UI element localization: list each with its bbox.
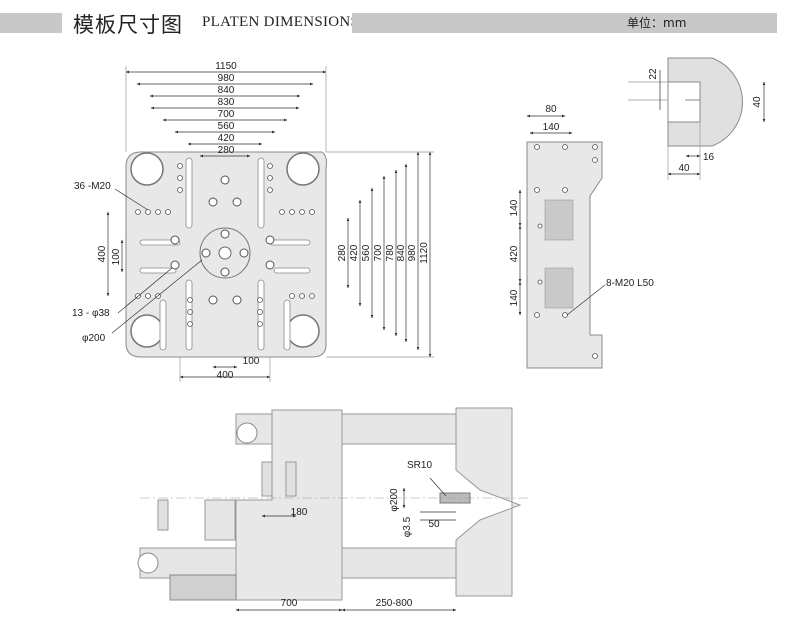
phi35-label: φ3.5 [402,516,413,537]
dim-700-section: 700 [281,598,298,609]
dim-50: 50 [428,519,440,530]
side-view: 80 140 140 420 140 8-M20 L50 [509,104,654,369]
dim-h840: 840 [396,244,407,261]
dim-h780: 780 [385,244,396,261]
side-dim-left-140a: 140 [509,199,520,216]
dim-bottom-100: 100 [243,356,260,367]
tie-bar-hole-tr [286,152,320,186]
thread-holes [135,163,315,327]
dim-1150: 1150 [215,61,237,72]
sr-label: SR10 [407,460,432,471]
center-label: φ200 [82,333,106,344]
detail-dim-16: 16 [703,152,715,163]
dim-h280: 280 [337,244,348,261]
dim-h980: 980 [407,244,418,261]
title-chinese: 模板尺寸图 [73,13,183,37]
dim-840: 840 [218,85,235,96]
front-view: 1150 980 840 830 700 560 420 280 280 420… [72,61,434,382]
dim-830: 830 [218,97,235,108]
dim-700: 700 [218,109,235,120]
dim-280: 280 [218,145,235,156]
side-dim-left-140b: 140 [509,289,520,306]
header-left-bar [0,13,62,33]
tie-bar-hole-tl [130,152,164,186]
dim-h420: 420 [349,244,360,261]
section-view: SR10 φ200 φ3.5 180 50 700 250-800 [137,407,530,612]
slot-detail: 22 40 16 40 [628,57,766,180]
dim-980: 980 [218,73,235,84]
dim-180: 180 [291,507,308,518]
dim-h700: 700 [373,244,384,261]
dim-left-100: 100 [111,248,122,265]
screw-label: 8-M20 L50 [606,278,654,289]
header-right-bar [352,13,777,33]
dim-420: 420 [218,133,235,144]
ejector-holes [170,175,275,305]
dim-560: 560 [218,121,235,132]
dim-250-800: 250-800 [376,598,413,609]
detail-dim-40v: 40 [752,96,763,108]
side-dim-140: 140 [543,122,560,133]
dim-h560: 560 [361,244,372,261]
dim-left-400: 400 [97,245,108,262]
tie-bar-hole-bl [130,314,164,348]
holes-label: 13 - φ38 [72,308,110,319]
side-dim-80: 80 [545,104,557,115]
detail-dim-22: 22 [648,68,659,80]
thread-label: 36 -M20 [74,181,111,192]
dim-h1120: 1120 [419,242,430,264]
detail-dim-40h: 40 [678,163,690,174]
side-dim-left-420: 420 [509,245,520,262]
phi200-label: φ200 [389,488,400,512]
tie-bar-hole-br [286,314,320,348]
unit-label: 单位：mm [627,16,687,30]
side-platen-body [526,141,603,369]
header: 模板尺寸图 PLATEN DIMENSIONS 单位：mm [0,0,800,40]
title-english: PLATEN DIMENSIONS [202,14,360,30]
center-ring [199,227,251,279]
dim-bottom-400: 400 [217,370,234,381]
